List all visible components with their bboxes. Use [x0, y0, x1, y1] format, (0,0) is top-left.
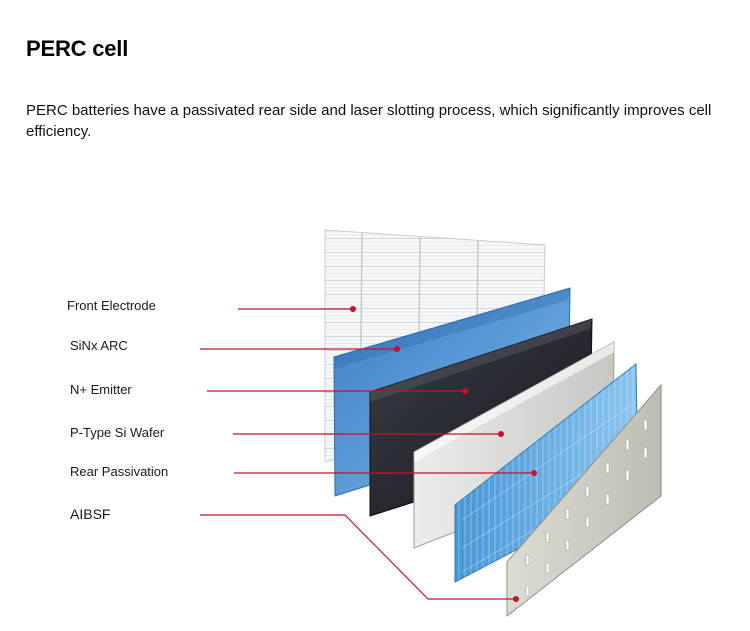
aibsf-layer — [506, 383, 662, 618]
page-title: PERC cell — [26, 36, 129, 61]
leader-dot-sinx-arc — [394, 346, 400, 352]
label-sinx-arc: SiNx ARC — [70, 338, 128, 353]
leader-dot-front-electrode — [350, 306, 356, 312]
leader-dot-p-type-si-wafer — [498, 431, 504, 437]
leader-dot-rear-passivation — [531, 470, 537, 476]
leader-dot-n-emitter — [462, 388, 468, 394]
leader-lines — [200, 308, 534, 600]
label-p-type-si-wafer: P-Type Si Wafer — [70, 425, 165, 440]
leader-dot-aibsf — [513, 596, 519, 602]
leader-dots — [350, 306, 537, 602]
page-description: PERC batteries have a passivated rear si… — [26, 102, 712, 140]
leader-line-aibsf — [200, 514, 516, 600]
label-n-emitter: N+ Emitter — [70, 382, 132, 397]
label-rear-passivation: Rear Passivation — [70, 464, 168, 479]
label-aibsf: AIBSF — [70, 506, 110, 522]
label-front-electrode: Front Electrode — [67, 298, 156, 313]
